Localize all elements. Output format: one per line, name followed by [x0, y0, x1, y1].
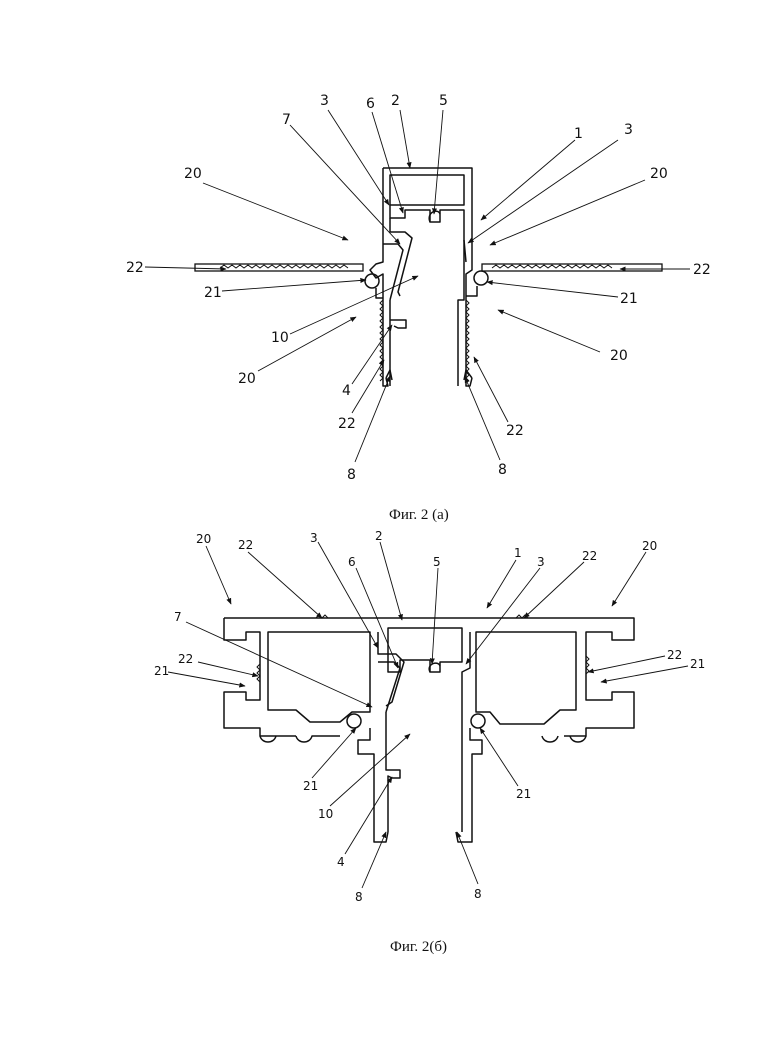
profile-drawing-b [224, 615, 634, 842]
label-b-7: 7 [174, 610, 182, 624]
label-a-1: 1 [574, 126, 583, 142]
label-b-22-top-left: 22 [238, 538, 253, 552]
label-b-20-right: 20 [642, 539, 657, 553]
figure-caption-a: Фиг. 2 (а) [389, 507, 449, 523]
label-b-5: 5 [433, 555, 441, 569]
label-b-1: 1 [514, 546, 522, 560]
label-b-10: 10 [318, 807, 333, 821]
label-b-21-right: 21 [690, 657, 705, 671]
label-a-3-top: 3 [320, 93, 329, 109]
label-b-2: 2 [375, 529, 383, 543]
profile-drawing-a [195, 168, 662, 386]
label-a-21-left: 21 [204, 285, 222, 301]
label-a-10: 10 [271, 330, 289, 346]
label-a-5: 5 [439, 93, 448, 109]
figure-2a: 3 6 2 5 7 1 3 20 20 22 22 21 21 10 20 20… [126, 93, 711, 523]
label-b-22-right: 22 [667, 648, 682, 662]
label-b-6: 6 [348, 555, 356, 569]
label-b-3-right: 3 [537, 555, 545, 569]
label-a-8-right: 8 [498, 462, 507, 478]
label-a-22-right: 22 [693, 262, 711, 278]
label-a-8-left: 8 [347, 467, 356, 483]
leader-lines-a [145, 110, 690, 462]
label-a-3-right: 3 [624, 122, 633, 138]
label-a-6: 6 [366, 96, 375, 112]
label-b-21-bottom-right: 21 [516, 787, 531, 801]
label-a-2: 2 [391, 93, 400, 109]
label-a-20-right-top: 20 [650, 166, 668, 182]
reference-numerals-a: 3 6 2 5 7 1 3 20 20 22 22 21 21 10 20 20… [126, 93, 711, 483]
figure-2b: 3 2 20 22 6 5 1 3 22 20 7 22 21 22 21 21… [154, 529, 705, 955]
label-a-20-left-bottom: 20 [238, 371, 256, 387]
label-a-22-bottom-right: 22 [506, 423, 524, 439]
leader-lines-b [168, 542, 688, 888]
label-b-22-left: 22 [178, 652, 193, 666]
label-a-22-bottom-left: 22 [338, 416, 356, 432]
label-b-8-left: 8 [355, 890, 363, 904]
label-b-21-bottom-left: 21 [303, 779, 318, 793]
figure-caption-b: Фиг. 2(б) [390, 939, 447, 955]
label-b-20-left: 20 [196, 532, 211, 546]
label-b-8-right: 8 [474, 887, 482, 901]
reference-numerals-b: 3 2 20 22 6 5 1 3 22 20 7 22 21 22 21 21… [154, 529, 705, 904]
label-a-20-left-top: 20 [184, 166, 202, 182]
label-a-7: 7 [282, 112, 291, 128]
label-b-4: 4 [337, 855, 345, 869]
label-b-22-top-right: 22 [582, 549, 597, 563]
label-a-22-left: 22 [126, 260, 144, 276]
label-a-4: 4 [342, 383, 351, 399]
label-a-20-right-bottom: 20 [610, 348, 628, 364]
label-b-3-top: 3 [310, 531, 318, 545]
label-b-21-left: 21 [154, 664, 169, 678]
label-a-21-right: 21 [620, 291, 638, 307]
